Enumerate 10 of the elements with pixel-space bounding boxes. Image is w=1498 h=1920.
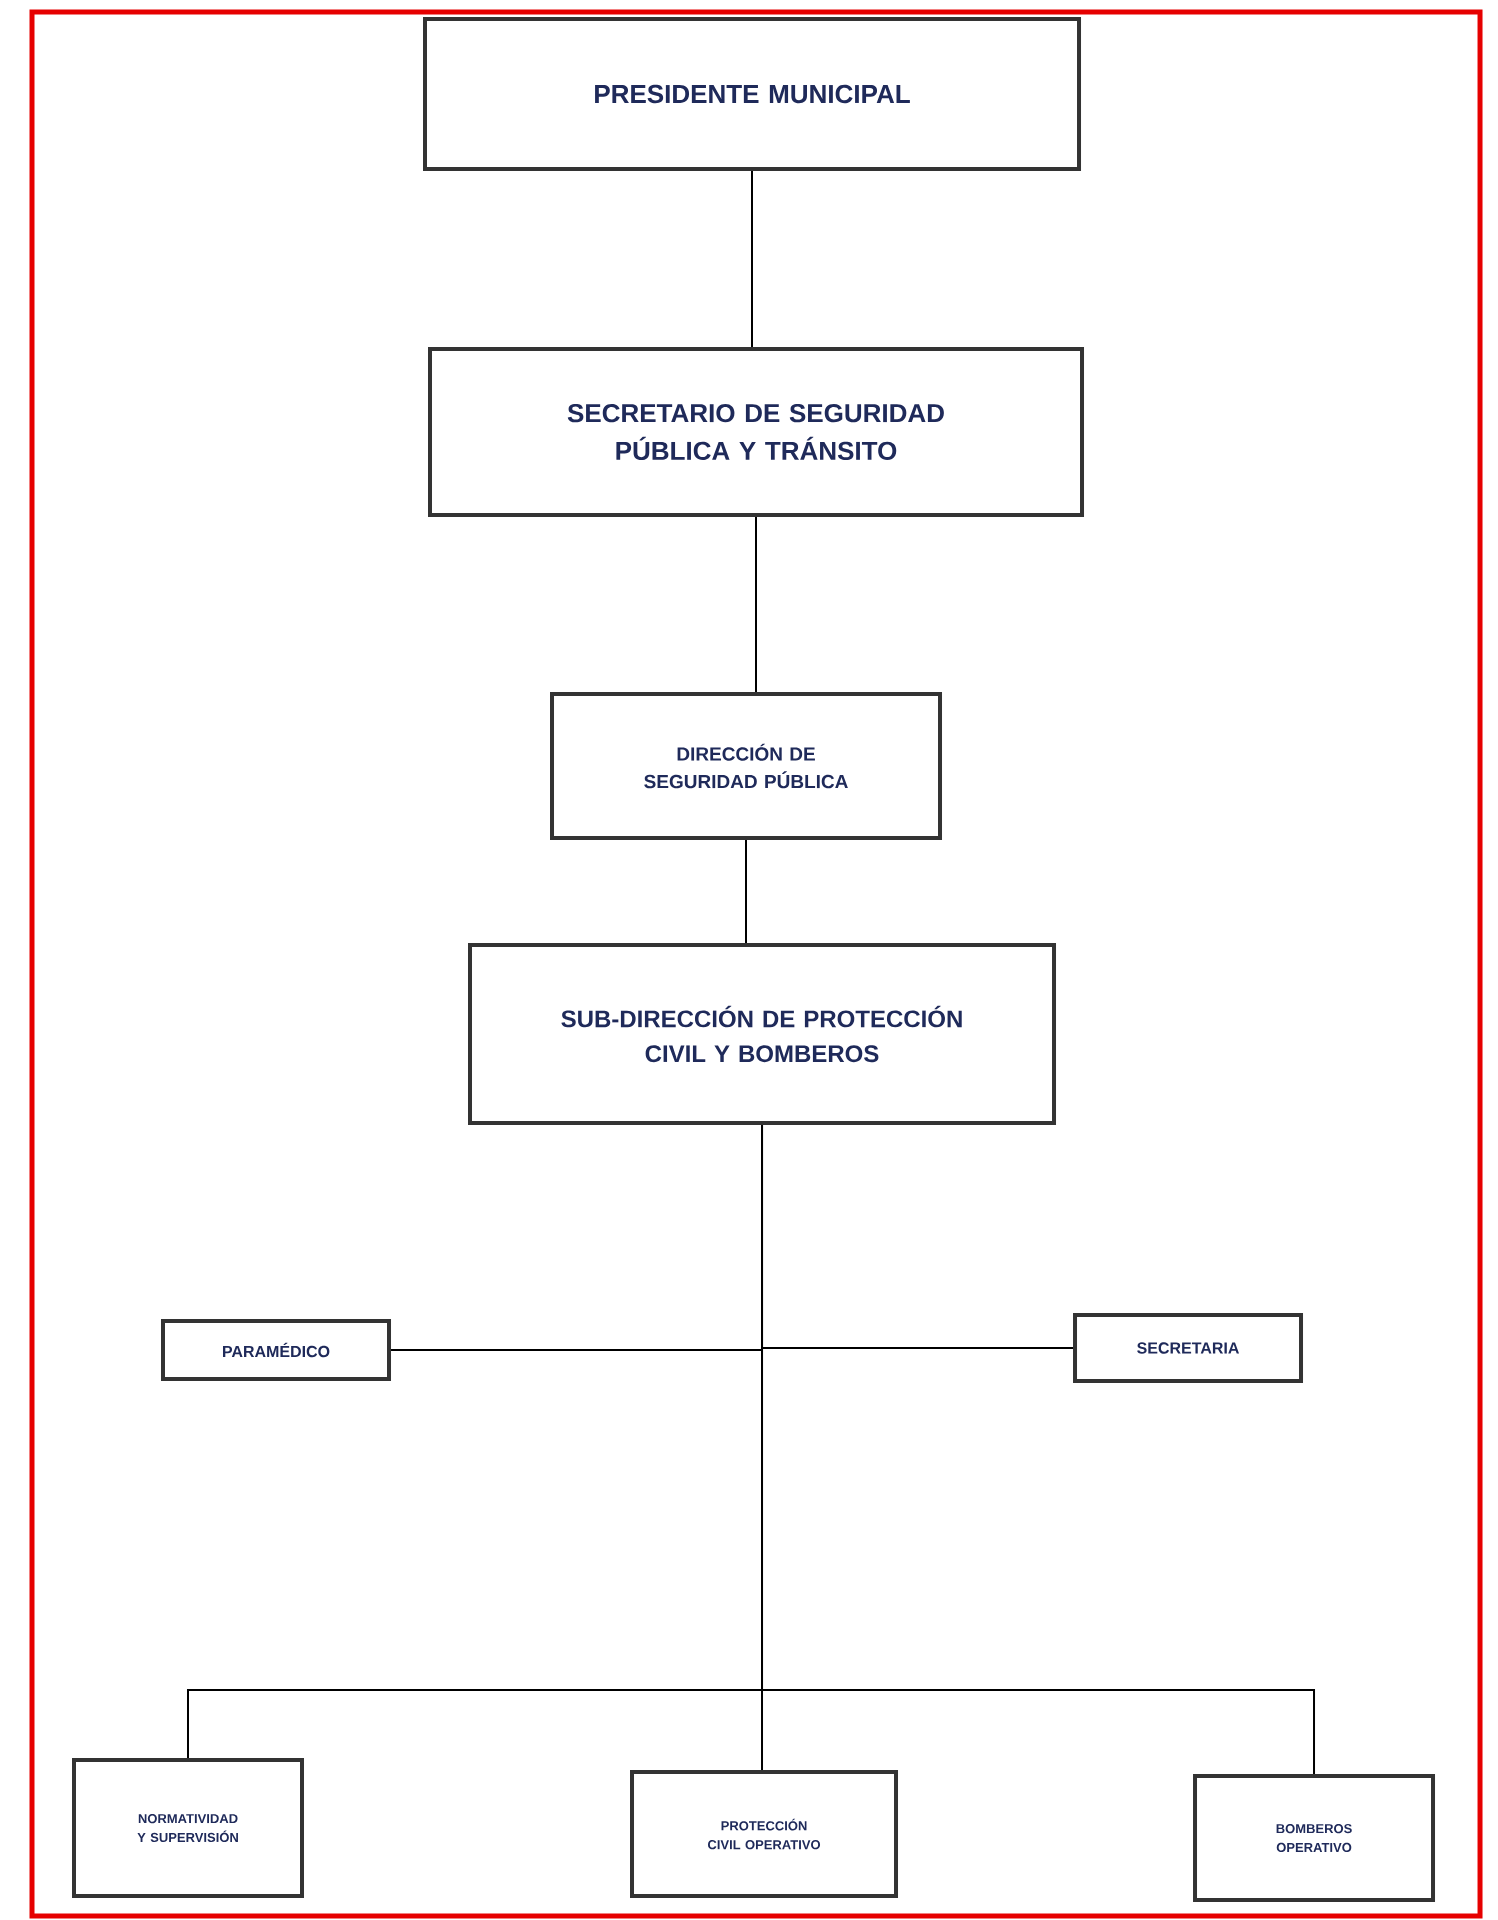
connector-line bbox=[745, 839, 747, 944]
org-box: SECRETARIO DE SEGURIDAD PÚBLICA Y TRÁNSITO bbox=[428, 347, 1084, 517]
org-box: PRESIDENTE MUNICIPAL bbox=[423, 17, 1081, 171]
connector-line bbox=[751, 170, 753, 348]
org-box: PARAMÉDICO bbox=[161, 1319, 391, 1381]
connector-line bbox=[755, 516, 757, 693]
org-box: SECRETARIA bbox=[1073, 1313, 1303, 1383]
org-box: SUB-DIRECCIÓN DE PROTECCIÓN CIVIL Y BOMBEROS bbox=[468, 943, 1056, 1125]
connector-line bbox=[761, 1124, 1315, 1775]
org-box: DIRECCIÓN DE SEGURIDAD PÚBLICA bbox=[550, 692, 942, 840]
